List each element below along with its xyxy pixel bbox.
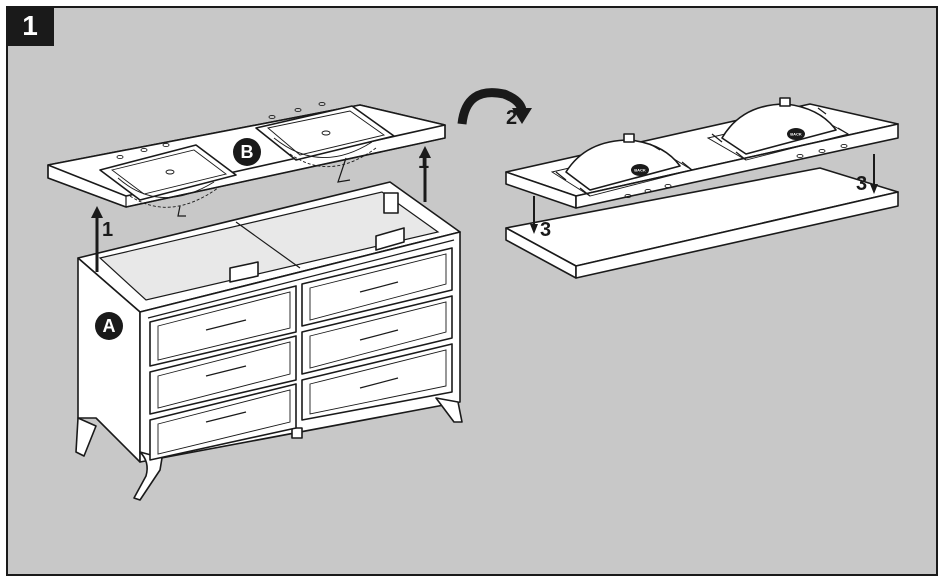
inverted-sink-left: BACK <box>550 133 694 197</box>
label-a-callout: A <box>95 312 123 340</box>
place-arrow-left: 3 <box>530 196 551 241</box>
inverted-sink-left-stamp: BACK <box>634 168 646 173</box>
protective-board <box>505 167 899 279</box>
left-sink <box>99 144 237 217</box>
drawers-left <box>149 285 297 461</box>
label-b-text: B <box>241 142 254 162</box>
lift-arrow-left-label: 1 <box>102 219 113 241</box>
flip-arrow-label: 2 <box>506 107 517 129</box>
right-sink <box>255 105 395 183</box>
place-arrow-right-label: 3 <box>856 173 867 195</box>
lift-arrow-right-label: 1 <box>418 151 429 173</box>
inverted-countertop: BACK BACK <box>505 97 899 209</box>
place-arrow-right: 3 <box>856 154 878 195</box>
inverted-sink-right-stamp: BACK <box>790 132 802 137</box>
label-b-callout: B <box>233 138 261 166</box>
drawers-right <box>301 247 453 421</box>
cabinet-a <box>75 181 463 501</box>
flip-arrow: 2 <box>457 88 532 129</box>
faucet-holes <box>116 101 326 160</box>
inverted-sink-right: BACK <box>706 97 850 161</box>
lift-arrow-left: 1 <box>91 206 113 272</box>
lift-arrow-right: 1 <box>418 146 431 202</box>
step-number-badge: 1 <box>6 6 54 46</box>
place-arrow-left-label: 3 <box>540 219 551 241</box>
label-a-text: A <box>103 316 116 336</box>
